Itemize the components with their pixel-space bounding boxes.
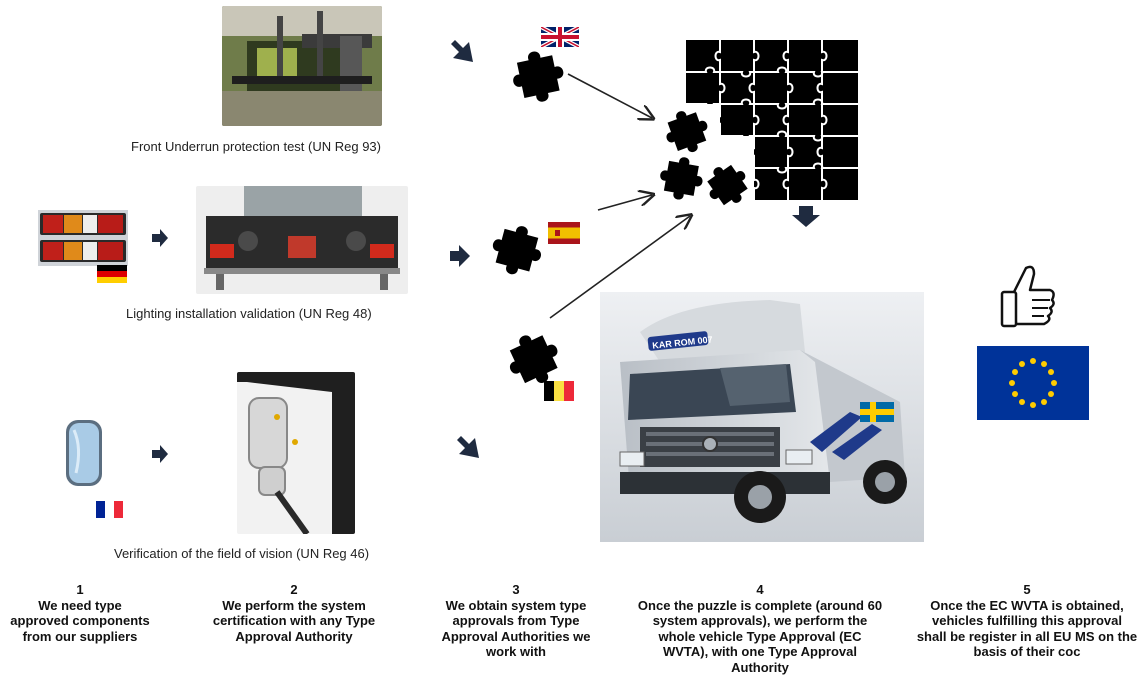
arrow-lighting-to-piece-icon <box>448 244 472 268</box>
eu-flag <box>977 346 1089 420</box>
step-number: 2 <box>290 582 298 597</box>
germany-flag <box>97 265 127 283</box>
arrow-underrun-to-piece-icon <box>449 36 479 66</box>
arrow-spain-piece-to-puzzle <box>597 195 652 211</box>
truck-photo: KAR ROM 007 <box>600 292 924 542</box>
step-number: 1 <box>76 582 84 597</box>
arrow-puzzle-to-truck-icon <box>791 206 821 228</box>
vision-test-caption: Verification of the field of vision (UN … <box>114 546 370 561</box>
step-5: 5 Once the EC WVTA is obtained, vehicles… <box>916 582 1138 660</box>
uk-flag <box>541 27 579 47</box>
underrun-test-caption: Front Underrun protection test (UN Reg 9… <box>131 139 381 154</box>
step-text: We need type approved components from ou… <box>10 597 150 644</box>
puzzle-piece-icon <box>704 158 754 208</box>
step-text: We perform the system certification with… <box>212 597 376 644</box>
vision-test-photo <box>237 372 355 534</box>
arrow-belgium-piece-to-puzzle <box>549 216 690 319</box>
puzzle-piece-icon <box>490 220 550 280</box>
spain-flag <box>548 222 580 244</box>
tail-lamps-photo <box>38 210 128 266</box>
arrow-uk-piece-to-puzzle <box>567 73 652 118</box>
step-number: 5 <box>1023 582 1031 597</box>
france-flag <box>96 501 123 518</box>
arrow-mirror-to-system-icon <box>150 444 170 464</box>
step-1: 1 We need type approved components from … <box>8 582 152 644</box>
lighting-test-photo <box>196 186 408 294</box>
step-3: 3 We obtain system type approvals from T… <box>436 582 596 660</box>
lighting-test-caption: Lighting installation validation (UN Reg… <box>126 306 372 321</box>
step-number: 3 <box>512 582 520 597</box>
belgium-flag <box>544 381 574 401</box>
step-text: We obtain system type approvals from Typ… <box>441 597 591 660</box>
sweden-flag <box>860 402 894 422</box>
thumbs-up-icon <box>996 262 1058 334</box>
underrun-test-photo <box>222 6 382 126</box>
step-number: 4 <box>756 582 764 597</box>
step-text: Once the EC WVTA is obtained, vehicles f… <box>916 597 1138 660</box>
puzzle-piece-icon <box>658 152 710 204</box>
arrow-lamps-to-system-icon <box>150 228 170 248</box>
puzzle-piece-icon <box>505 326 567 388</box>
puzzle-piece-icon <box>664 104 714 156</box>
step-2: 2 We perform the system certification wi… <box>210 582 378 644</box>
arrow-vision-to-piece-icon <box>455 432 485 462</box>
mirror-photo <box>64 418 104 488</box>
step-4: 4 Once the puzzle is complete (around 60… <box>636 582 884 675</box>
step-text: Once the puzzle is complete (around 60 s… <box>637 597 883 675</box>
puzzle-piece-icon <box>512 44 570 106</box>
